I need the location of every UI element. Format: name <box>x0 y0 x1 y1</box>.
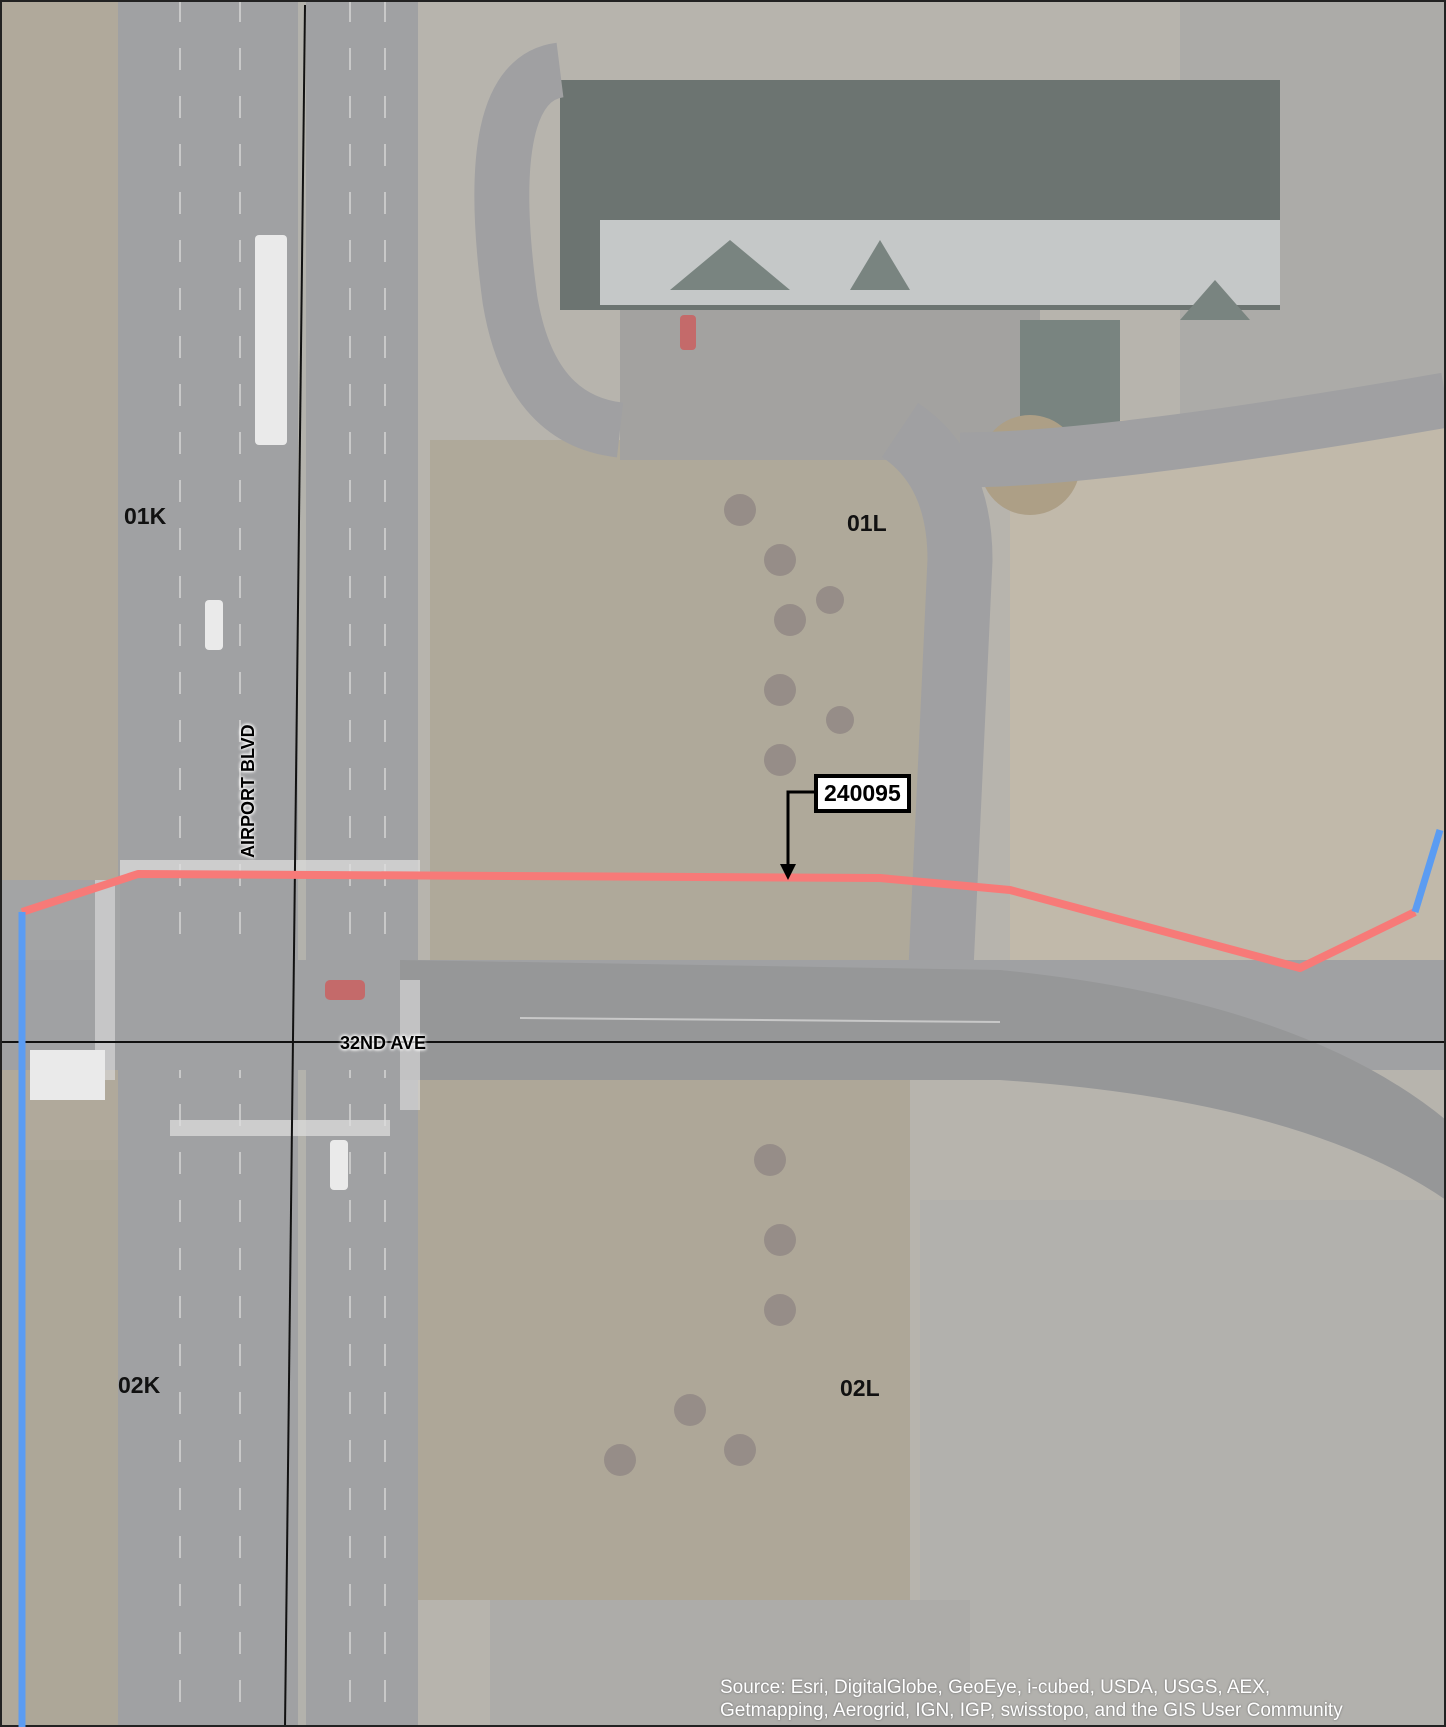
attribution-line-2: Getmapping, Aerogrid, IGN, IGP, swisstop… <box>720 1700 1343 1721</box>
attribution-line-1: Source: Esri, DigitalGlobe, GeoEye, i-cu… <box>720 1677 1271 1698</box>
red-route-line <box>20 870 1417 972</box>
map-attribution: Source: Esri, DigitalGlobe, GeoEye, i-cu… <box>720 1676 1435 1722</box>
street-label-32nd-ave: 32ND AVE <box>340 1033 427 1053</box>
route-callout-label: 240095 <box>814 774 911 813</box>
grid-label-01l: 01L <box>847 510 887 536</box>
grid-label-02l: 02L <box>840 1375 880 1401</box>
grid-label-01k: 01K <box>124 503 167 529</box>
blue-route-line-right <box>1411 828 1444 914</box>
callout-arrowhead <box>780 864 796 880</box>
callout-leader <box>786 790 814 868</box>
grid-label-02k: 02K <box>118 1372 161 1398</box>
street-label-airport-blvd: AIRPORT BLVD <box>238 724 258 858</box>
